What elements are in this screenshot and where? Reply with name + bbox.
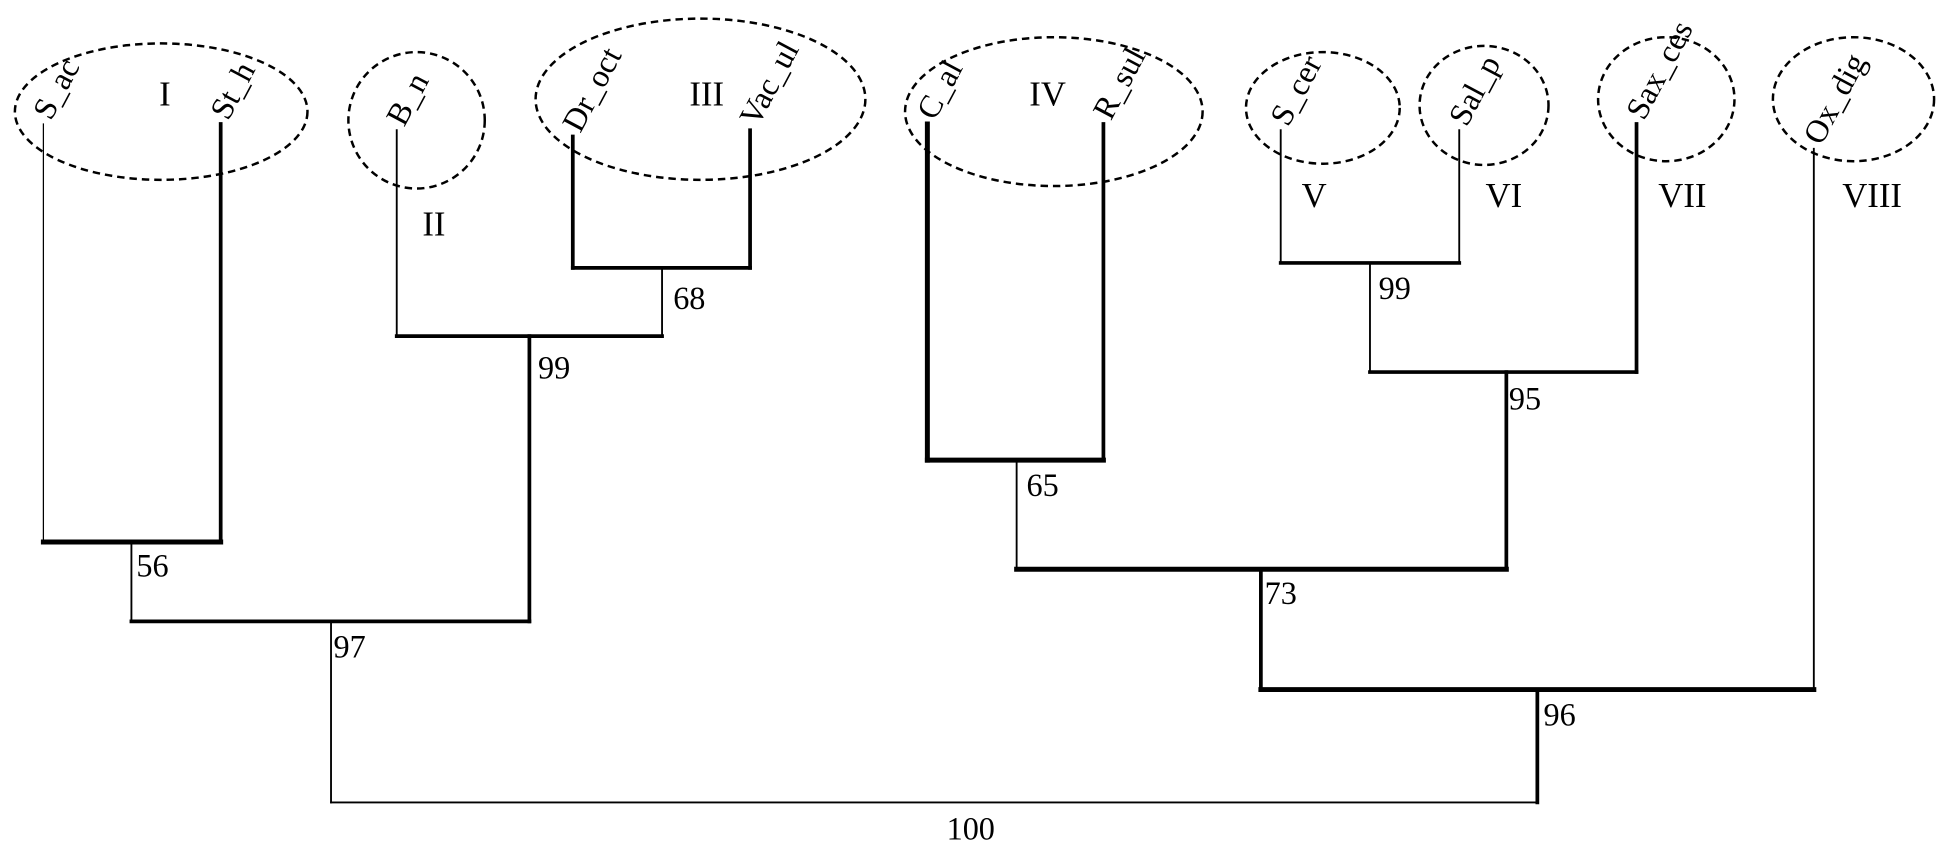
group-ellipse xyxy=(903,35,1204,188)
group-label: III xyxy=(689,74,724,113)
group-ellipse xyxy=(13,42,309,182)
leaf-label: B_n xyxy=(379,67,436,131)
group-ellipse xyxy=(1244,50,1401,165)
leaf-label: Sal_p xyxy=(1441,49,1507,131)
leaf-label: R_sul xyxy=(1085,41,1152,124)
bootstrap-value: 95 xyxy=(1509,380,1541,416)
leaf-label: St_h xyxy=(203,56,263,125)
bootstrap-value: 65 xyxy=(1027,467,1059,503)
group-ellipse xyxy=(347,50,487,190)
group-ellipse xyxy=(1771,35,1936,163)
bootstrap-value: 96 xyxy=(1544,697,1576,733)
leaf-label: S_cer xyxy=(1263,49,1329,131)
leaf-label: C_al xyxy=(909,54,969,125)
leaf-label: S_ac xyxy=(25,53,86,125)
group-label: V xyxy=(1302,176,1327,215)
leaf-label: Dr_oct xyxy=(555,41,629,137)
group-label: VIII xyxy=(1842,176,1902,215)
leaf-label: Ox_dig xyxy=(1796,47,1873,149)
group-label: I xyxy=(159,74,171,113)
group-label: VI xyxy=(1486,176,1523,215)
leaf-label: Sax_ces xyxy=(1618,15,1699,125)
group-ellipse xyxy=(534,17,867,182)
group-ellipse xyxy=(1596,35,1736,163)
bootstrap-value: 99 xyxy=(538,349,570,385)
group-label: VII xyxy=(1658,176,1706,215)
leaf-label: Vac_ul xyxy=(732,35,806,131)
bootstrap-value: 68 xyxy=(673,280,705,316)
bootstrap-value: 100 xyxy=(947,811,995,847)
bootstrap-value: 99 xyxy=(1379,270,1411,306)
group-ellipse xyxy=(1418,44,1550,167)
group-label: II xyxy=(422,205,445,244)
bootstrap-value: 73 xyxy=(1265,575,1297,611)
bootstrap-value: 56 xyxy=(136,548,168,584)
bootstrap-value: 97 xyxy=(334,628,366,664)
group-label: IV xyxy=(1029,74,1066,113)
